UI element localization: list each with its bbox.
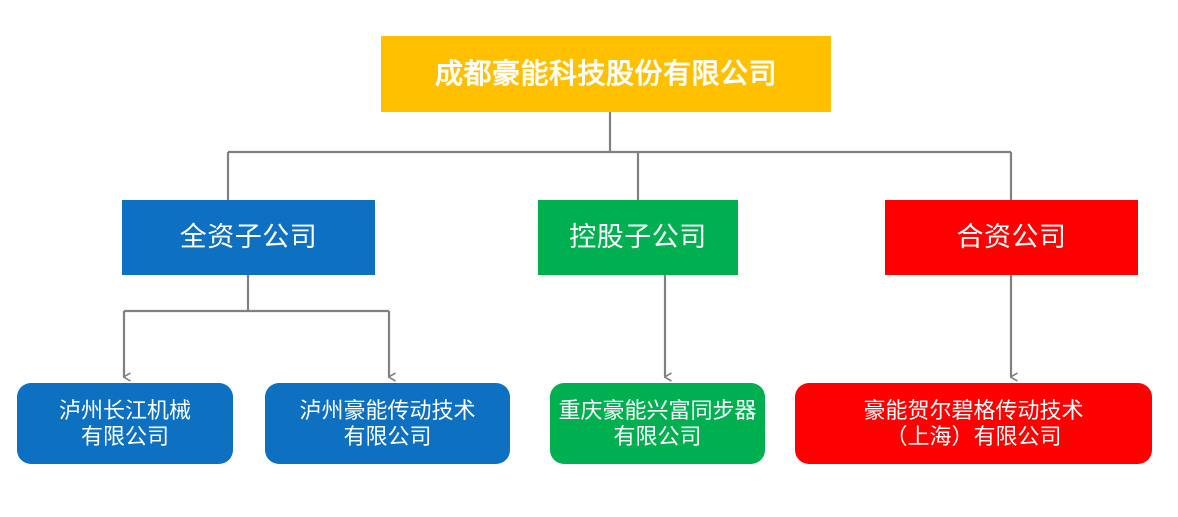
node-category-holding[interactable]: 控股子公司 [538,200,738,275]
node-subsidiary-luzhou-haoneng[interactable]: 泸州豪能传动技术 有限公司 [265,383,510,464]
node-root-company[interactable]: 成都豪能科技股份有限公司 [381,36,831,112]
node-subsidiary-luzhou-changjiang[interactable]: 泸州长江机械 有限公司 [17,383,233,464]
node-subsidiary-hoerbiger-shanghai[interactable]: 豪能贺尔碧格传动技术 （上海）有限公司 [795,383,1152,464]
node-category-joint-venture[interactable]: 合资公司 [885,200,1138,275]
node-subsidiary-chongqing-xingfu[interactable]: 重庆豪能兴富同步器 有限公司 [550,383,765,464]
node-category-wholly-owned[interactable]: 全资子公司 [122,200,375,275]
